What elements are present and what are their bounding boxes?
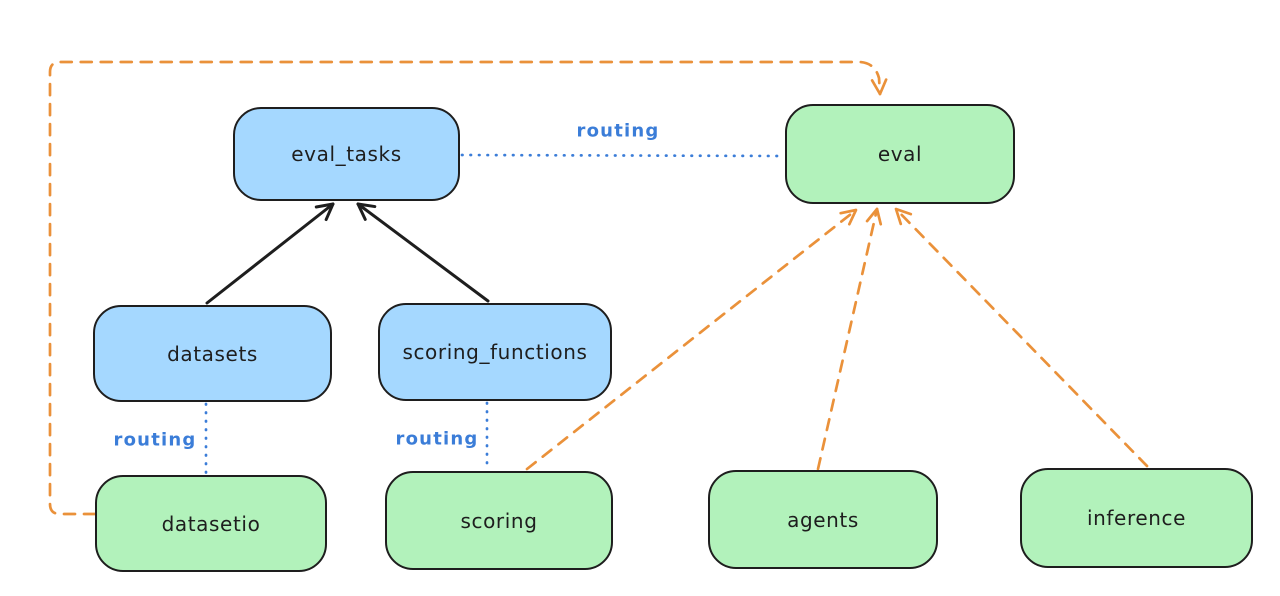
node-datasets: datasets	[93, 305, 332, 402]
edge-datasets-to-eval_tasks	[205, 202, 335, 305]
edge-label-routing-left: routing	[113, 429, 197, 451]
edge-eval_tasks-to-eval-routing	[460, 153, 785, 158]
node-agents: agents	[708, 470, 938, 569]
edge-inference-to-eval	[894, 207, 1149, 468]
node-eval-tasks: eval_tasks	[233, 107, 460, 201]
node-label: inference	[1086, 506, 1187, 530]
node-label: datasetio	[161, 511, 261, 536]
node-datasetio: datasetio	[95, 475, 327, 572]
edge-label-routing-top: routing	[576, 120, 660, 142]
node-scoring-functions: scoring_functions	[378, 303, 612, 401]
node-inference: inference	[1020, 468, 1253, 568]
edge-scoring_functions-to-eval_tasks	[356, 202, 490, 303]
node-label: scoring_functions	[402, 340, 588, 364]
node-label: scoring	[460, 508, 538, 533]
node-label: eval_tasks	[291, 142, 402, 166]
node-eval: eval	[785, 104, 1015, 204]
edge-scoring-to-eval	[525, 208, 858, 471]
node-label: eval	[877, 142, 923, 166]
edge-agents-to-eval	[816, 207, 883, 471]
edge-datasetio-to-eval	[48, 60, 888, 516]
node-label: datasets	[167, 341, 258, 366]
node-scoring: scoring	[385, 471, 613, 570]
edge-label-routing-middle: routing	[395, 428, 479, 450]
node-label: agents	[787, 507, 859, 532]
